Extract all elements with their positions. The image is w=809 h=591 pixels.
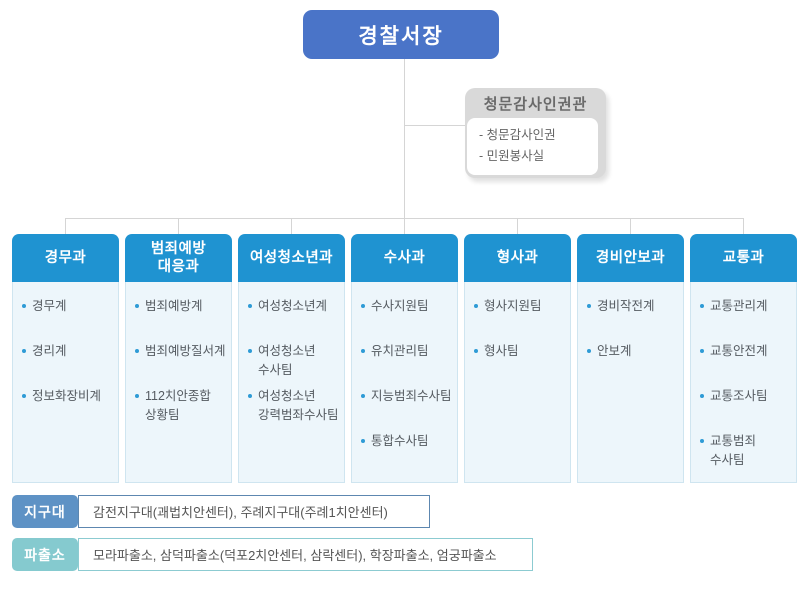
dept-body: 교통관리계 교통안전계 교통조사팀 교통범죄 수사팀 bbox=[690, 282, 797, 483]
dept-column-security: 경비안보과 경비작전계 안보계 bbox=[577, 234, 684, 483]
dept-header: 형사과 bbox=[464, 234, 571, 282]
bullet-icon bbox=[700, 304, 704, 308]
dept-item: 정보화장비계 bbox=[13, 386, 118, 431]
bullet-icon bbox=[22, 394, 26, 398]
bullet-icon bbox=[248, 349, 252, 353]
bullet-icon bbox=[361, 394, 365, 398]
bullet-icon bbox=[587, 349, 591, 353]
chief-box: 경찰서장 bbox=[303, 10, 499, 59]
dept-item: 범죄예방질서계 bbox=[126, 341, 231, 386]
dept-header: 교통과 bbox=[690, 234, 797, 282]
bullet-icon bbox=[700, 349, 704, 353]
connector-line bbox=[517, 219, 518, 234]
bullet-icon bbox=[135, 349, 139, 353]
pachulso-label: 파출소 bbox=[12, 538, 78, 571]
advisor-box: 청문감사인권관 - 청문감사인권 - 민원봉사실 bbox=[465, 88, 606, 178]
pachulso-row: 파출소 모라파출소, 삼덕파출소(덕포2치안센터, 삼락센터), 학장파출소, … bbox=[12, 538, 533, 571]
dept-column-gyeongmu: 경무과 경무계 경리계 정보화장비계 bbox=[12, 234, 119, 483]
dept-item: 여성청소년계 bbox=[239, 296, 344, 341]
bullet-icon bbox=[361, 304, 365, 308]
bullet-icon bbox=[135, 304, 139, 308]
connector-line bbox=[291, 219, 292, 234]
connector-line bbox=[743, 219, 744, 234]
advisor-item: - 민원봉사실 bbox=[479, 149, 545, 163]
bullet-icon bbox=[248, 304, 252, 308]
dept-body: 경무계 경리계 정보화장비계 bbox=[12, 282, 119, 483]
dept-body: 수사지원팀 유치관리팀 지능범죄수사팀 통합수사팀 bbox=[351, 282, 458, 483]
dept-item: 지능범죄수사팀 bbox=[352, 386, 457, 431]
bullet-icon bbox=[700, 394, 704, 398]
dept-item: 범죄예방계 bbox=[126, 296, 231, 341]
dept-item: 통합수사팀 bbox=[352, 431, 457, 476]
connector-line bbox=[65, 219, 66, 234]
bullet-icon bbox=[361, 439, 365, 443]
dept-item: 형사팀 bbox=[465, 341, 570, 386]
advisor-title: 청문감사인권관 bbox=[483, 95, 588, 113]
dept-column-investigation: 수사과 수사지원팀 유치관리팀 지능범죄수사팀 통합수사팀 bbox=[351, 234, 458, 483]
connector-line bbox=[404, 59, 405, 218]
advisor-item: - 청문감사인권 bbox=[479, 128, 556, 142]
dept-item: 교통관리계 bbox=[691, 296, 796, 341]
connector-line bbox=[630, 219, 631, 234]
dept-item: 112치안종합 상황팀 bbox=[126, 386, 231, 431]
dept-header: 범죄예방 대응과 bbox=[125, 234, 232, 282]
dept-item: 형사지원팀 bbox=[465, 296, 570, 341]
dept-column-crime-prevention: 범죄예방 대응과 범죄예방계 범죄예방질서계 112치안종합 상황팀 bbox=[125, 234, 232, 483]
dept-item: 경리계 bbox=[13, 341, 118, 386]
dept-item: 안보계 bbox=[578, 341, 683, 386]
dept-item: 수사지원팀 bbox=[352, 296, 457, 341]
dept-header: 여성청소년과 bbox=[238, 234, 345, 282]
dept-column-detective: 형사과 형사지원팀 형사팀 bbox=[464, 234, 571, 483]
dept-header: 수사과 bbox=[351, 234, 458, 282]
dept-item: 교통범죄 수사팀 bbox=[691, 431, 796, 476]
bullet-icon bbox=[248, 394, 252, 398]
bullet-icon bbox=[22, 349, 26, 353]
connector-line bbox=[405, 125, 465, 126]
bullet-icon bbox=[700, 439, 704, 443]
connector-line bbox=[404, 219, 405, 234]
dept-header: 경무과 bbox=[12, 234, 119, 282]
jigudae-row: 지구대 감전지구대(괘법치안센터), 주례지구대(주례1치안센터) bbox=[12, 495, 430, 528]
dept-header: 경비안보과 bbox=[577, 234, 684, 282]
dept-item: 여성청소년 수사팀 bbox=[239, 341, 344, 386]
pachulso-text: 모라파출소, 삼덕파출소(덕포2치안센터, 삼락센터), 학장파출소, 엄궁파출… bbox=[78, 538, 533, 571]
dept-item: 유치관리팀 bbox=[352, 341, 457, 386]
dept-body: 여성청소년계 여성청소년 수사팀 여성청소년 강력범좌수사팀 bbox=[238, 282, 345, 483]
dept-body: 범죄예방계 범죄예방질서계 112치안종합 상황팀 bbox=[125, 282, 232, 483]
dept-column-traffic: 교통과 교통관리계 교통안전계 교통조사팀 교통범죄 수사팀 bbox=[690, 234, 797, 483]
dept-body: 경비작전계 안보계 bbox=[577, 282, 684, 483]
advisor-panel: - 청문감사인권 - 민원봉사실 bbox=[467, 118, 598, 175]
dept-item: 교통안전계 bbox=[691, 341, 796, 386]
jigudae-label: 지구대 bbox=[12, 495, 78, 528]
chief-title: 경찰서장 bbox=[358, 24, 444, 48]
dept-item: 경비작전계 bbox=[578, 296, 683, 341]
connector-line bbox=[65, 218, 744, 219]
dept-item: 여성청소년 강력범좌수사팀 bbox=[239, 386, 344, 431]
bullet-icon bbox=[22, 304, 26, 308]
jigudae-text: 감전지구대(괘법치안센터), 주례지구대(주례1치안센터) bbox=[78, 495, 430, 528]
bullet-icon bbox=[587, 304, 591, 308]
connector-line bbox=[178, 219, 179, 234]
dept-column-women-youth: 여성청소년과 여성청소년계 여성청소년 수사팀 여성청소년 강력범좌수사팀 bbox=[238, 234, 345, 483]
bullet-icon bbox=[135, 394, 139, 398]
bullet-icon bbox=[361, 349, 365, 353]
dept-item: 경무계 bbox=[13, 296, 118, 341]
bullet-icon bbox=[474, 349, 478, 353]
dept-body: 형사지원팀 형사팀 bbox=[464, 282, 571, 483]
bullet-icon bbox=[474, 304, 478, 308]
dept-item: 교통조사팀 bbox=[691, 386, 796, 431]
